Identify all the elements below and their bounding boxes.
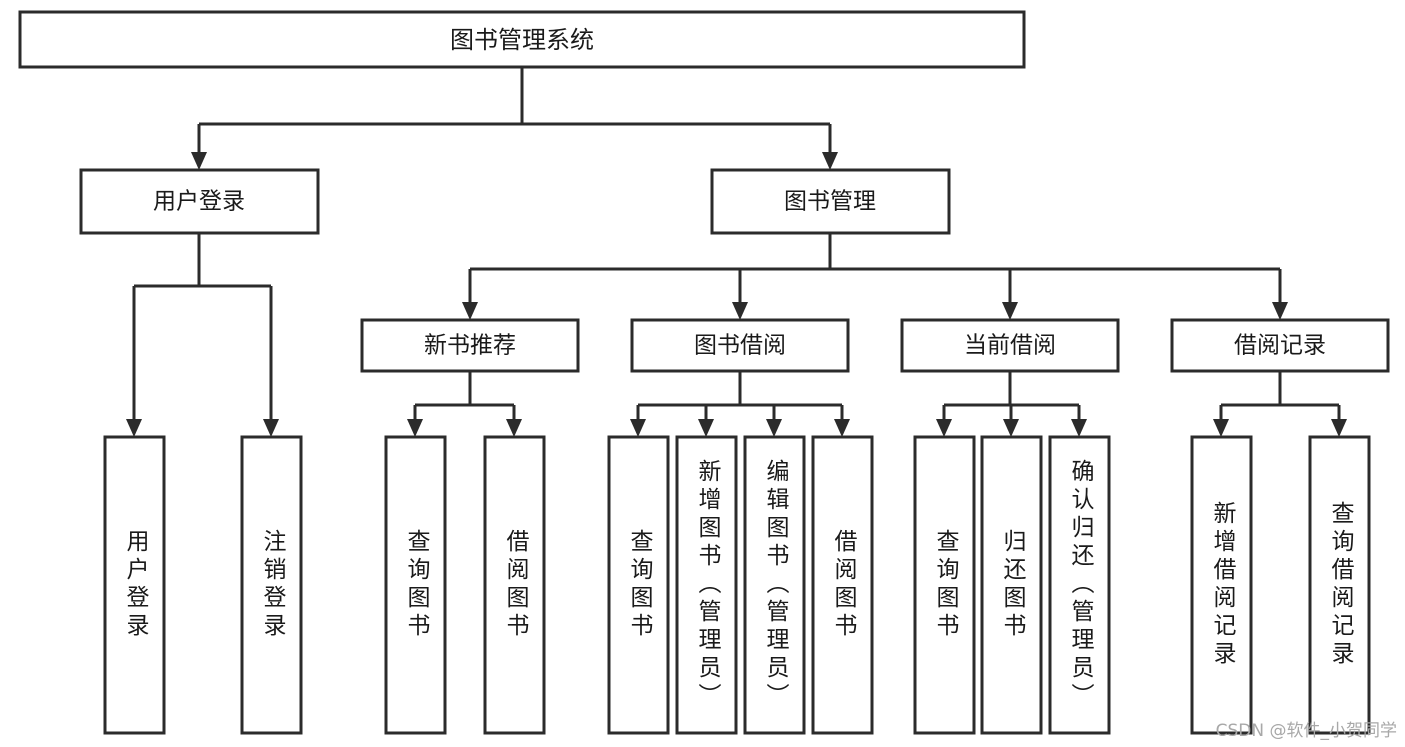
arrow-head-cb-leaf-1 [936, 419, 952, 437]
arrow-head-leaf-user-login [126, 419, 142, 437]
node-root[interactable]: 图书管理系统 [18, 10, 1026, 69]
arrow-head-leaf-logout [263, 419, 279, 437]
node-new-book-recommend-label: 新书推荐 [424, 333, 516, 359]
node-new-book-recommend[interactable]: 新书推荐 [360, 318, 580, 373]
node-borrow-record[interactable]: 借阅记录 [1170, 318, 1390, 373]
arrow-head-user-login [191, 152, 207, 170]
node-root-label: 图书管理系统 [450, 26, 594, 54]
leaf-boxes [103, 435, 1371, 735]
leaf-box-logout[interactable] [240, 435, 303, 735]
node-current-borrow[interactable]: 当前借阅 [900, 318, 1120, 373]
arrow-head-cb-leaf-2 [1003, 419, 1019, 437]
node-book-borrow-box[interactable] [630, 318, 850, 373]
leaf-box-br-add-record[interactable] [1190, 435, 1253, 735]
arrow-head-bb-leaf-4 [834, 419, 850, 437]
arrow-head-book-borrow [732, 302, 748, 320]
arrow-head-bb-leaf-1 [630, 419, 646, 437]
node-book-management[interactable]: 图书管理 [710, 168, 951, 235]
leaf-box-bb-add-book[interactable] [675, 435, 738, 735]
node-book-management-box[interactable] [710, 168, 951, 235]
leaf-box-nb-query-book[interactable] [384, 435, 447, 735]
node-book-borrow[interactable]: 图书借阅 [630, 318, 850, 373]
arrow-head-nb-leaf-2 [506, 419, 522, 437]
leaf-box-bb-query-book[interactable] [607, 435, 670, 735]
leaf-box-user-login[interactable] [103, 435, 166, 735]
node-book-management-label: 图书管理 [784, 189, 876, 215]
node-borrow-record-label: 借阅记录 [1234, 333, 1326, 359]
leaf-box-br-query-record[interactable] [1308, 435, 1371, 735]
node-borrow-record-box[interactable] [1170, 318, 1390, 373]
arrow-head-bb-leaf-2 [698, 419, 714, 437]
node-user-login-box[interactable] [79, 168, 320, 235]
node-new-book-recommend-box[interactable] [360, 318, 580, 373]
arrow-head-br-leaf-2 [1331, 419, 1347, 437]
arrow-head-book-mgmt [822, 152, 838, 170]
arrow-head-bb-leaf-3 [766, 419, 782, 437]
arrow-head-borrow-record [1272, 302, 1288, 320]
node-root-box[interactable] [18, 10, 1026, 69]
arrow-head-br-leaf-1 [1213, 419, 1229, 437]
node-user-login[interactable]: 用户登录 [79, 168, 320, 235]
leaf-box-nb-borrow-book[interactable] [483, 435, 546, 735]
connectors [126, 67, 1347, 437]
leaf-box-bb-borrow-book[interactable] [811, 435, 874, 735]
csdn-watermark: CSDN @软件_小贺同学 [1215, 721, 1397, 741]
arrow-head-current-borrow [1002, 302, 1018, 320]
arrow-head-nb-leaf-1 [407, 419, 423, 437]
leaf-box-cb-query-book[interactable] [913, 435, 976, 735]
node-book-borrow-label: 图书借阅 [694, 333, 786, 359]
leaf-box-cb-return-book[interactable] [980, 435, 1043, 735]
arrow-head-cb-leaf-3 [1071, 419, 1087, 437]
leaf-box-cb-confirm-return[interactable] [1048, 435, 1111, 735]
node-current-borrow-label: 当前借阅 [964, 333, 1056, 359]
arrow-head-new-book [462, 302, 478, 320]
node-current-borrow-box[interactable] [900, 318, 1120, 373]
leaf-box-bb-edit-book[interactable] [743, 435, 806, 735]
node-user-login-label: 用户登录 [153, 189, 245, 215]
